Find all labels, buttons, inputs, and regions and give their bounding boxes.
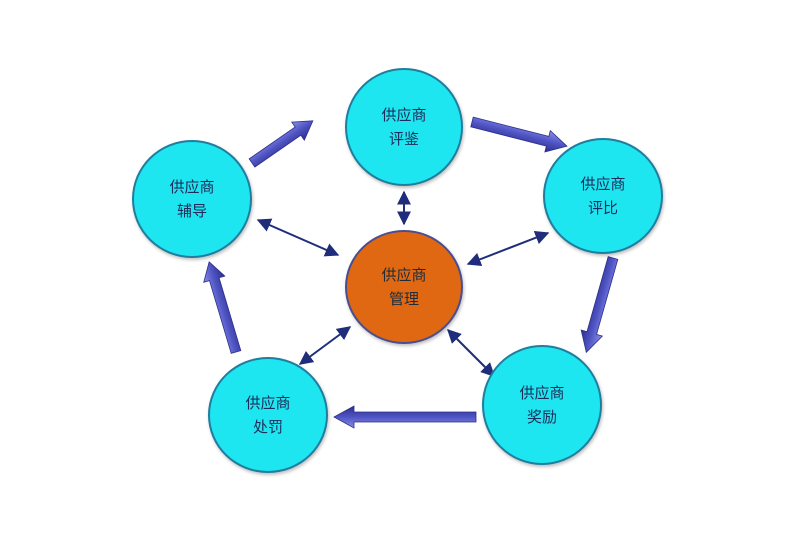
node-label-line2: 管理 xyxy=(388,290,419,308)
node-label-line2: 评比 xyxy=(587,199,618,217)
node-supplier-reward: 供应商 奖励 xyxy=(482,345,602,465)
node-label-line1: 供应商 xyxy=(519,384,565,402)
node-supplier-penalty: 供应商 处罚 xyxy=(208,357,328,473)
cycle-arrow-bottomright-to-bottomleft xyxy=(333,405,477,429)
cycle-arrow-bottomleft-to-left xyxy=(203,261,242,354)
node-label-line2: 评鉴 xyxy=(388,130,419,148)
node-supplier-evaluation: 供应商 评鉴 xyxy=(345,68,463,186)
node-label-line1: 供应商 xyxy=(381,106,427,124)
node-label-line1: 供应商 xyxy=(169,178,215,196)
node-label-line2: 处罚 xyxy=(252,418,283,436)
spoke-arrow-bottomright xyxy=(447,329,495,377)
node-supplier-comparison: 供应商 评比 xyxy=(543,138,663,254)
node-label-line2: 辅导 xyxy=(176,202,207,220)
cycle-arrow-right-to-bottomright xyxy=(580,256,619,354)
node-supplier-coaching: 供应商 辅导 xyxy=(132,140,252,258)
node-label-line2: 奖励 xyxy=(526,408,557,426)
spoke-arrow-bottomleft xyxy=(298,326,352,365)
spoke-arrow-left xyxy=(256,218,340,257)
cycle-arrow-top-to-right xyxy=(470,116,568,153)
node-label-line1: 供应商 xyxy=(381,266,427,284)
node-supplier-management: 供应商 管理 xyxy=(345,230,463,344)
node-label-line1: 供应商 xyxy=(245,394,291,412)
spoke-arrow-right xyxy=(466,231,550,266)
cycle-arrow-left-to-top xyxy=(248,120,314,168)
node-label-line1: 供应商 xyxy=(580,175,626,193)
